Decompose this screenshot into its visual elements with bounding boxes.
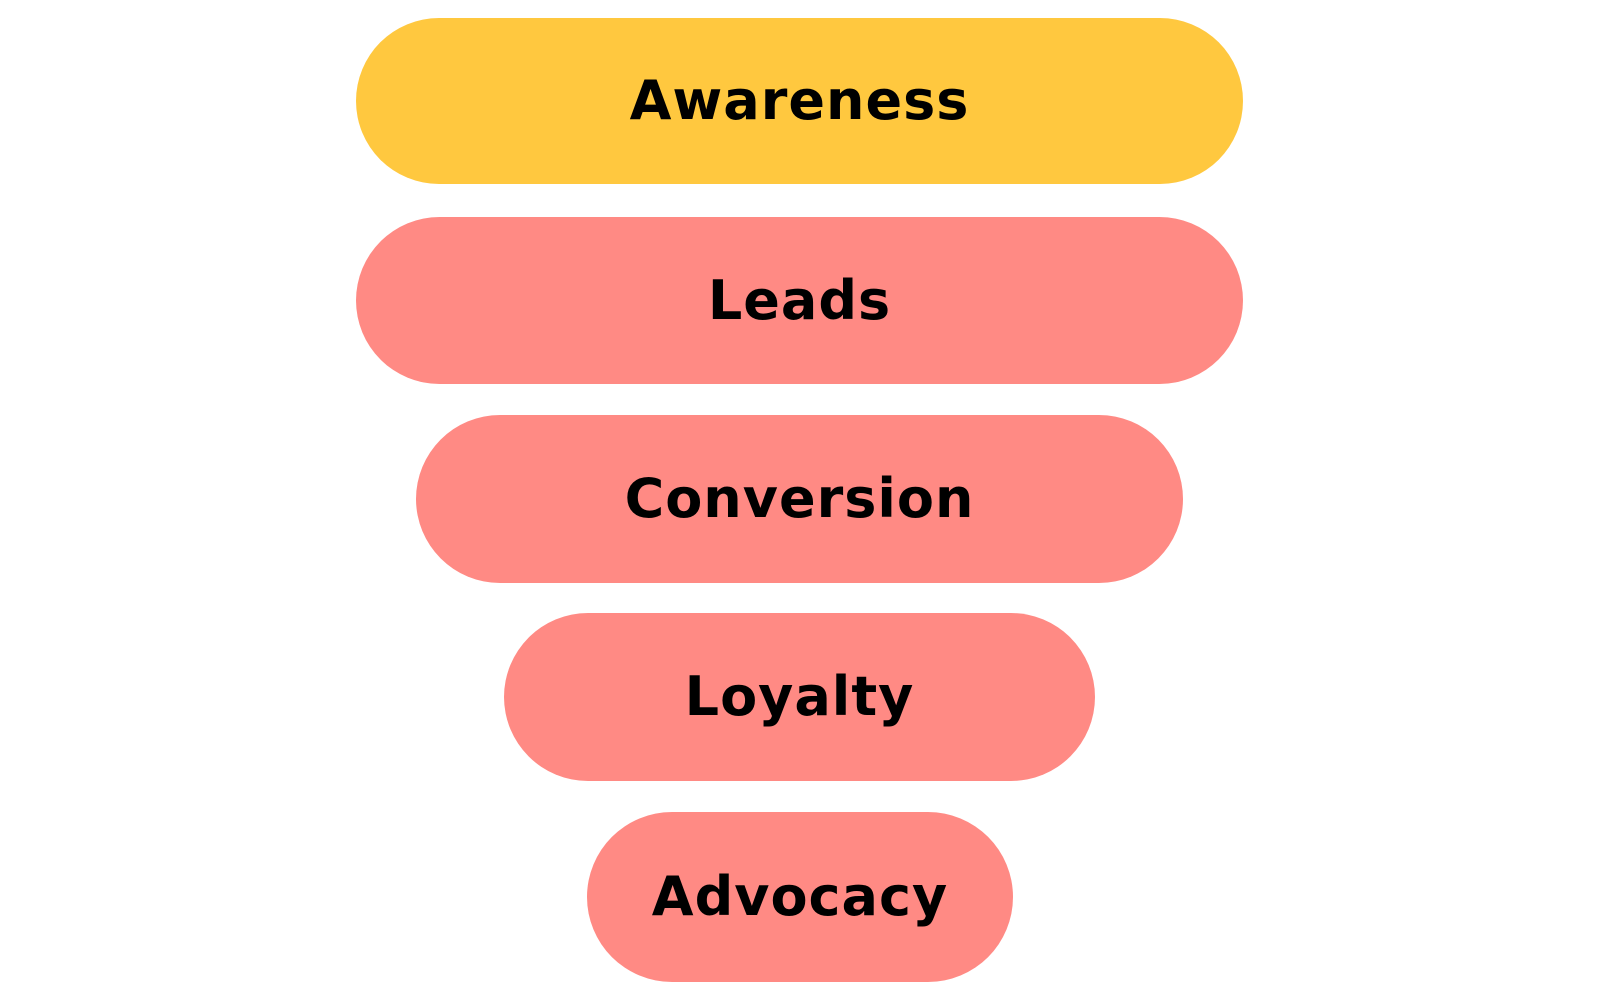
stage-label: Advocacy [651, 865, 949, 928]
stage-label: Conversion [624, 467, 975, 530]
stage-label: Awareness [629, 69, 970, 132]
funnel-stage-advocacy: Advocacy [587, 812, 1013, 982]
funnel-stage-conversion: Conversion [416, 415, 1183, 583]
funnel-stage-loyalty: Loyalty [504, 613, 1095, 781]
funnel-stage-awareness: Awareness [356, 18, 1243, 184]
stage-label: Loyalty [684, 665, 915, 728]
funnel-stage-leads: Leads [356, 217, 1243, 384]
stage-label: Leads [707, 268, 892, 332]
